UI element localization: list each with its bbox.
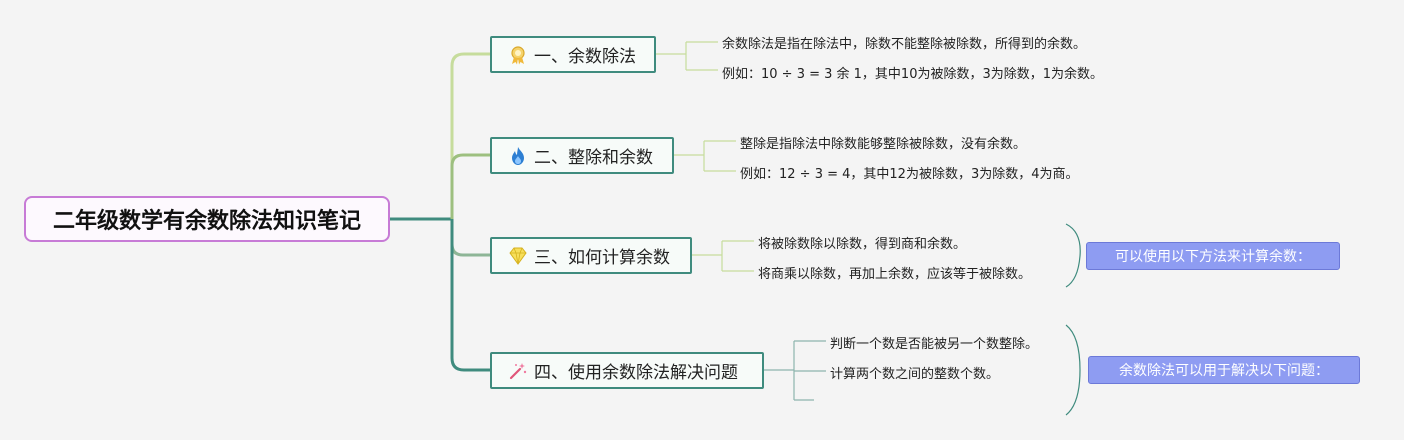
leaf-text[interactable]: 判断一个数是否能被另一个数整除。	[830, 337, 1039, 352]
leaf-text[interactable]: 例如：10 ÷ 3 = 3 余 1，其中10为被除数，3为除数，1为余数。	[722, 67, 1104, 82]
fire-icon	[512, 146, 524, 165]
branch-label: 一、余数除法	[534, 47, 636, 67]
branch-label: 二、整除和余数	[534, 148, 653, 168]
branch-remainder-division[interactable]: 一、余数除法	[490, 36, 656, 73]
branch-exact-division-and-remainder[interactable]: 二、整除和余数	[490, 137, 674, 174]
ribbon-award-icon	[511, 45, 525, 64]
branch-label: 四、使用余数除法解决问题	[534, 363, 738, 383]
summary-compute-methods[interactable]: 可以使用以下方法来计算余数：	[1086, 242, 1340, 270]
diamond-icon	[509, 247, 527, 265]
branch-solve-problems-with-remainder-division[interactable]: 四、使用余数除法解决问题	[490, 352, 764, 389]
leaf-text[interactable]: 计算两个数之间的整数个数。	[830, 367, 1000, 382]
branch-how-to-compute-remainder[interactable]: 三、如何计算余数	[490, 237, 692, 274]
leaf-text[interactable]: 例如：12 ÷ 3 = 4，其中12为被除数，3为除数，4为商。	[740, 167, 1079, 182]
root-topic[interactable]: 二年级数学有余数除法知识笔记	[24, 196, 390, 242]
magic-wand-icon	[509, 362, 527, 379]
summary-problem-types[interactable]: 余数除法可以用于解决以下问题：	[1088, 356, 1360, 384]
leaf-text[interactable]: 整除是指除法中除数能够整除被除数，没有余数。	[740, 137, 1027, 152]
branch-label: 三、如何计算余数	[534, 248, 670, 268]
leaf-text[interactable]: 将被除数除以除数，得到商和余数。	[758, 237, 967, 252]
leaf-text[interactable]: 余数除法是指在除法中，除数不能整除被除数，所得到的余数。	[722, 37, 1087, 52]
leaf-text[interactable]: 将商乘以除数，再加上余数，应该等于被除数。	[758, 267, 1032, 282]
